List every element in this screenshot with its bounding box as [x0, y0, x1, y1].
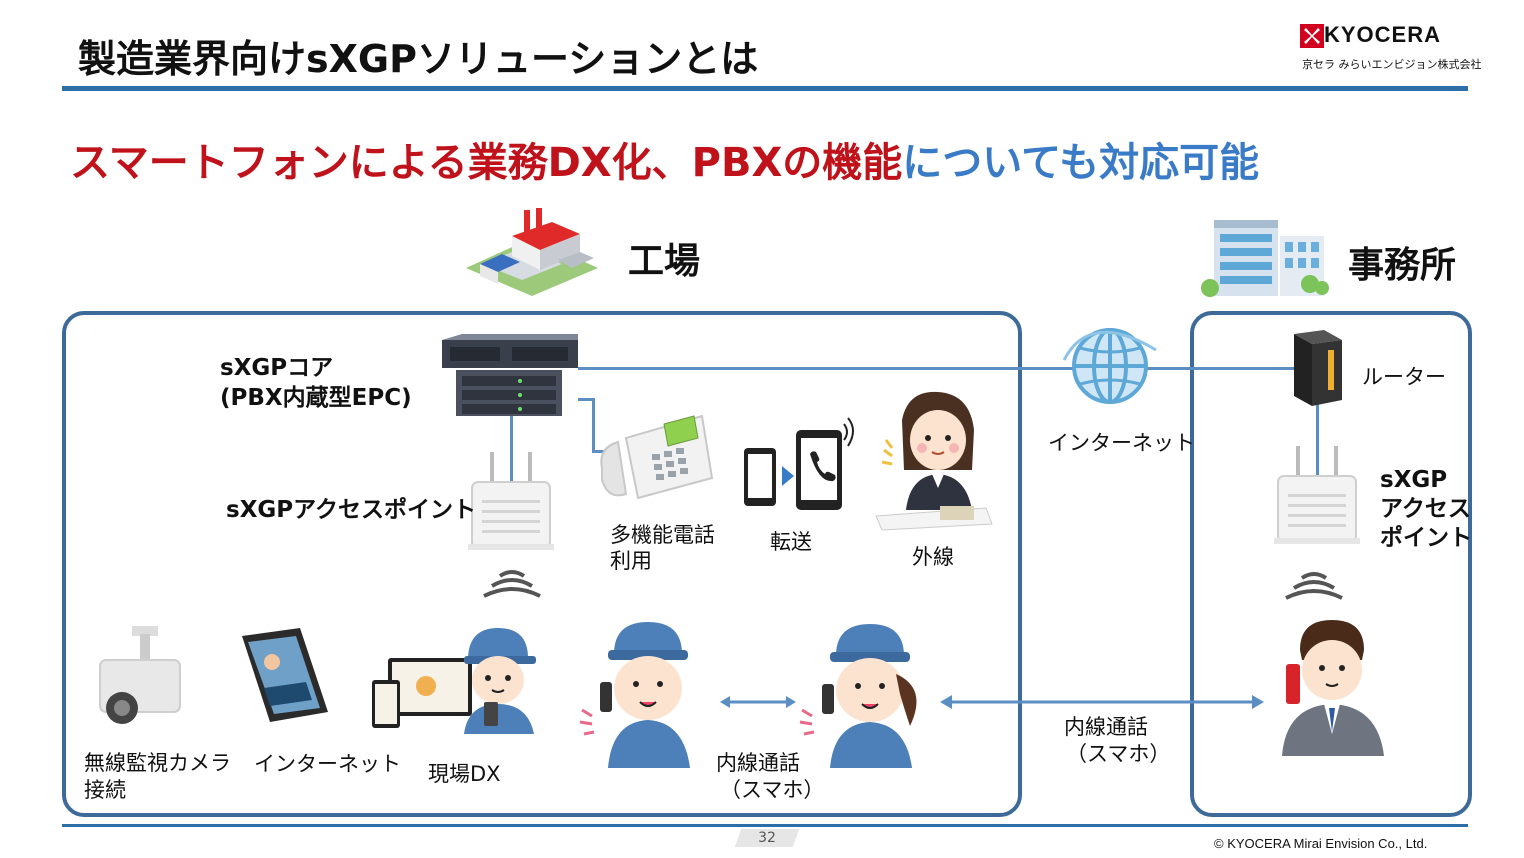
core-to-phone-line-a: [578, 398, 594, 401]
phone-label-line1: 多機能電話: [610, 523, 715, 547]
camera-label-line2: 接続: [84, 778, 126, 802]
office-label: 事務所: [1348, 245, 1457, 286]
sxgp-core-server-icon: [442, 334, 578, 416]
worker-right-on-phone-icon: [799, 624, 917, 768]
factory-extension-label-line1: 内線通話: [716, 751, 800, 775]
factory-icon: [466, 208, 598, 296]
page-number: 32: [758, 830, 776, 846]
office-ap-label-line3: ポイント: [1380, 525, 1472, 551]
core-to-router-line: [578, 367, 1298, 370]
worker-left-on-phone-icon: [579, 622, 690, 768]
router-to-ap-line: [1316, 402, 1319, 478]
kyocera-logo: KYOCERA 京セラ みらいエンビジョン株式会社: [1296, 18, 1482, 74]
headline-red: スマートフォンによる業務DX化、PBXの機能: [70, 140, 903, 186]
transfer-label: 転送: [770, 530, 812, 554]
desk-phone-icon: [600, 414, 714, 500]
factory-access-point-icon: [468, 452, 554, 550]
phone-label-line2: 利用: [610, 549, 652, 573]
logo-company: 京セラ みらいエンビジョン株式会社: [1302, 58, 1482, 71]
logo-brand: KYOCERA: [1324, 22, 1442, 47]
smartphone-video-icon: [242, 628, 328, 722]
office-wireless-signal-icon: [1285, 572, 1343, 600]
core-label-line1: sXGPコア: [220, 355, 334, 381]
cross-site-extension-arrow: [940, 695, 1264, 709]
internet-globe-icon: [1062, 328, 1157, 404]
core-label-line2: (PBX内蔵型EPC): [220, 385, 412, 411]
camera-label-line1: 無線監視カメラ: [84, 751, 231, 775]
office-worker-on-phone-icon: [1282, 620, 1384, 756]
surveillance-camera-icon: [99, 626, 181, 724]
factory-extension-arrow: [720, 696, 796, 708]
headline-blue: についても対応可能: [902, 140, 1260, 186]
outside-line-label: 外線: [912, 545, 954, 569]
office-ap-label-line2: アクセス: [1380, 496, 1471, 522]
office-panel: [1190, 311, 1472, 817]
office-ap-label-line1: sXGP: [1380, 467, 1448, 493]
outside-caller-icon: [875, 391, 993, 531]
office-access-point-icon: [1274, 446, 1360, 544]
router-label: ルーター: [1362, 365, 1446, 389]
internet-label: インターネット: [1048, 431, 1195, 455]
call-transfer-icon: [744, 417, 854, 510]
copyright: © KYOCERA Mirai Envision Co., Ltd.: [1214, 836, 1428, 851]
factory-extension-label-line2: （スマホ）: [720, 778, 825, 802]
factory-ap-label: sXGPアクセスポイント: [226, 497, 477, 523]
factory-panel: [62, 311, 1022, 817]
factory-label: 工場: [628, 241, 701, 282]
slide-title: 製造業界向けsXGPソリューションとは: [78, 37, 759, 81]
kyocera-mark-icon: [1300, 24, 1324, 48]
core-to-ap-line: [510, 416, 513, 488]
factory-wireless-signal-icon: [483, 570, 541, 598]
cross-site-extension-label-line1: 内線通話: [1064, 715, 1148, 739]
onsite-dx-worker-icon: [372, 628, 536, 734]
office-building-icon: [1201, 220, 1329, 297]
title-divider: [62, 86, 1468, 91]
onsite-dx-label: 現場DX: [428, 762, 501, 786]
footer-divider: [62, 824, 1468, 827]
core-to-phone-line-b: [592, 398, 595, 452]
internet-device-label: インターネット: [254, 752, 401, 776]
router-icon: [1294, 330, 1342, 406]
headline: スマートフォンによる業務DX化、PBXの機能についても対応可能: [70, 130, 1259, 188]
cross-site-extension-label-line2: （スマホ）: [1066, 742, 1171, 766]
